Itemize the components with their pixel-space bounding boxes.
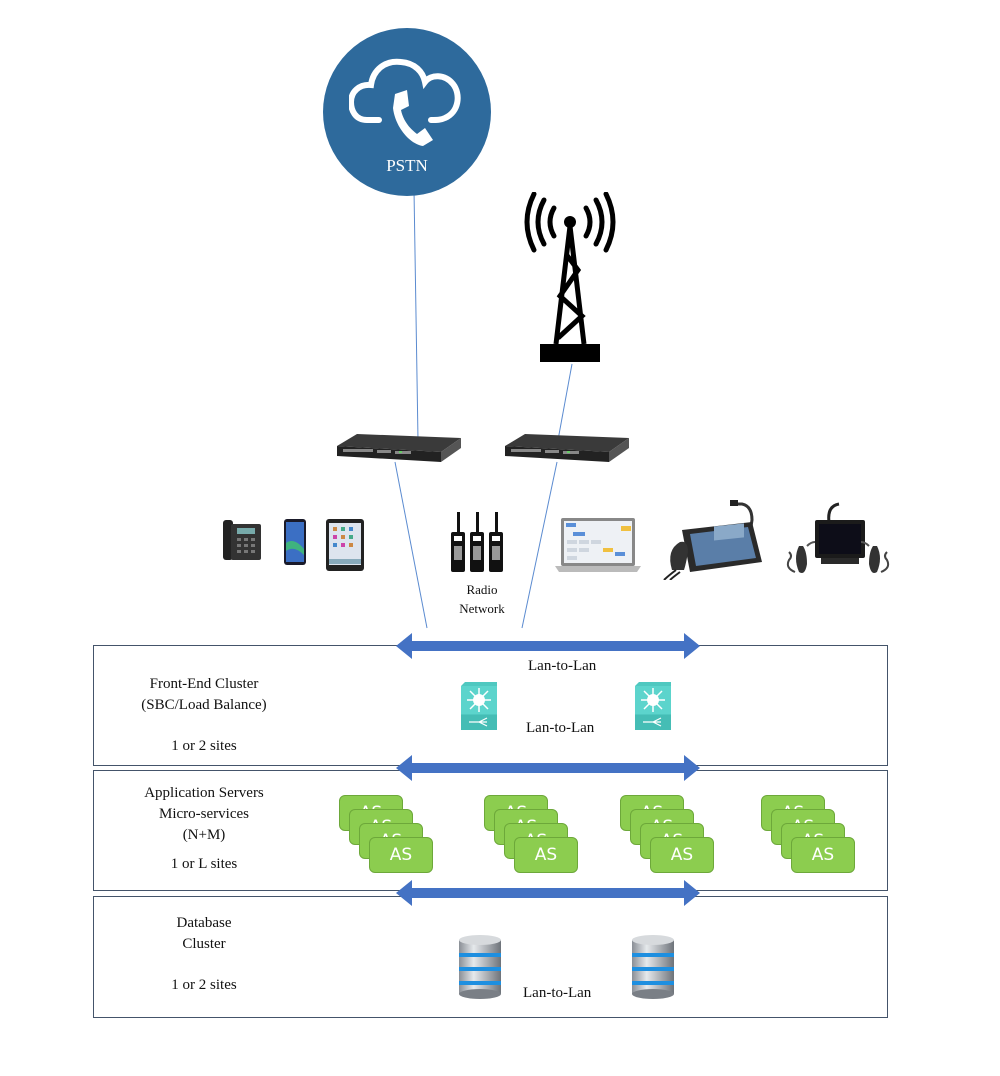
front-end-sites: 1 or 2 sites (171, 738, 237, 754)
layer3-switch-icon (635, 682, 671, 730)
as-card: AS (369, 837, 433, 873)
database-icon (632, 935, 674, 999)
cloud-phone-icon (349, 58, 461, 146)
front-end-cluster-tier: Front-End Cluster (SBC/Load Balance) 1 o… (93, 645, 888, 766)
gateway2-to-lan-line (521, 461, 558, 629)
gateway1-to-lan-line (394, 461, 428, 629)
dispatch-console-icon (663, 500, 762, 580)
lan-label-top: Lan-to-Lan (528, 658, 597, 674)
as-card: AS (514, 837, 578, 873)
lan-label-mid: Lan-to-Lan (526, 720, 595, 736)
app-servers-labels: Application Servers Micro-services (N+M)… (94, 783, 314, 875)
pstn-label: PSTN (386, 156, 428, 175)
radio-tower-icon (524, 192, 616, 362)
lan-arrow-bottom (396, 880, 700, 906)
touch-console-icon (786, 502, 890, 573)
media-gateway-icon (337, 434, 461, 462)
media-gateway-icon (505, 434, 629, 462)
as-card: AS (791, 837, 855, 873)
app-servers-title: Application Servers (144, 785, 264, 801)
front-end-title: Front-End Cluster (149, 676, 259, 692)
handheld-radios-icon (451, 512, 503, 572)
as-card: AS (650, 837, 714, 873)
database-icon (459, 935, 501, 999)
pstn-node: PSTN (323, 28, 491, 196)
database-subtitle: Cluster (182, 936, 226, 952)
radio-label-line2: Network (459, 601, 505, 616)
database-title: Database (176, 915, 232, 931)
lan-arrow-top (396, 633, 700, 659)
lan-arrow-middle (396, 755, 700, 781)
radio-label-line1: Radio (466, 582, 498, 597)
application-servers-tier: Application Servers Micro-services (N+M)… (93, 770, 888, 891)
pstn-to-gateway-line (413, 189, 419, 441)
app-servers-subtitle: Micro-services (159, 806, 249, 822)
tower-to-gateway-line (557, 363, 573, 441)
laptop-console-icon (555, 518, 641, 572)
smartphone-icon (284, 519, 306, 565)
app-servers-sites: 1 or L sites (170, 856, 238, 872)
layer3-switch-icon (461, 682, 497, 730)
database-sites: 1 or 2 sites (171, 977, 237, 993)
front-end-labels: Front-End Cluster (SBC/Load Balance) 1 o… (94, 674, 314, 757)
database-cluster-tier: Database Cluster 1 or 2 sites Lan-to-Lan (93, 896, 888, 1018)
app-servers-redundancy: (N+M) (182, 827, 226, 843)
front-end-subtitle: (SBC/Load Balance) (141, 697, 267, 713)
database-lan-label: Lan-to-Lan (523, 985, 592, 1001)
database-labels: Database Cluster 1 or 2 sites (94, 913, 314, 996)
desk-phone-icon (223, 520, 261, 560)
tablet-icon (326, 519, 364, 571)
radio-network-label: Radio Network (442, 580, 522, 618)
